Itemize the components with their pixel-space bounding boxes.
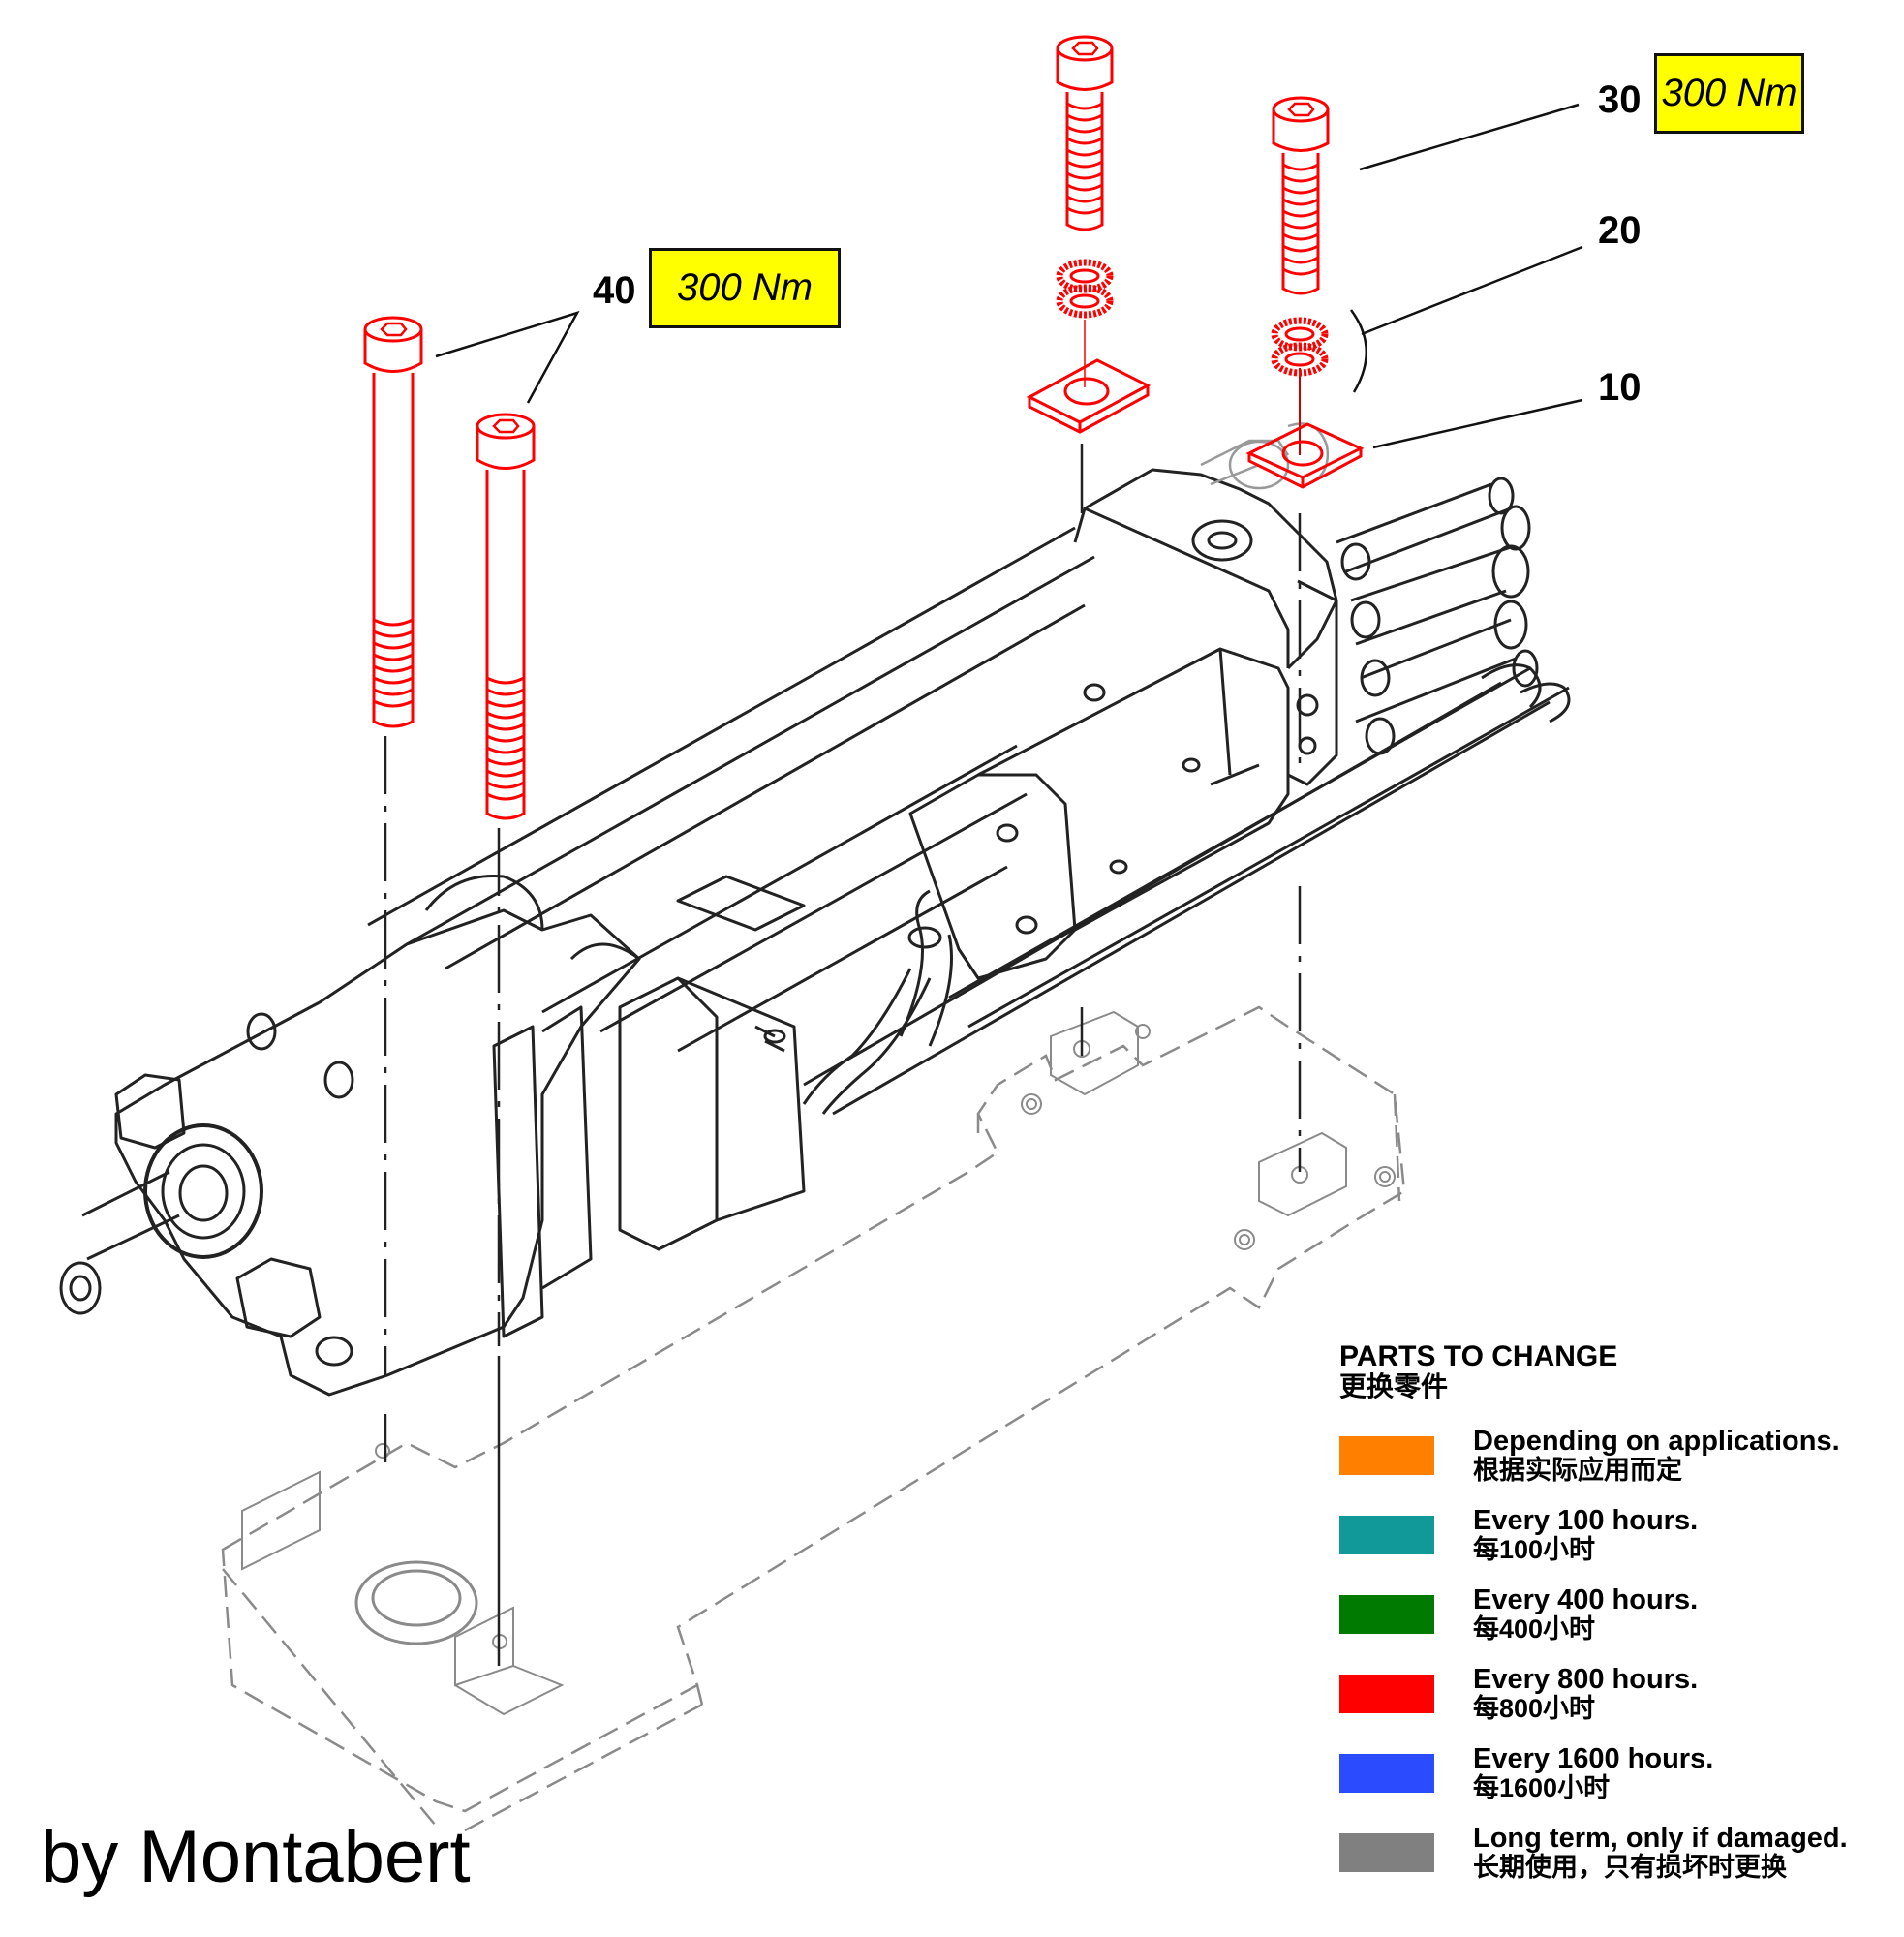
legend-label-cn: 每1600小时	[1473, 1772, 1611, 1802]
legend-label-cn: 每400小时	[1473, 1614, 1596, 1644]
legend-label-cn: 每800小时	[1473, 1693, 1596, 1723]
legend-label-cn: 根据实际应用而定	[1473, 1455, 1682, 1485]
legend-label: Long term, only if damaged.	[1473, 1823, 1848, 1855]
callout-10: 10	[1598, 366, 1642, 409]
legend-label-cn: 每100小时	[1473, 1534, 1596, 1564]
legend-swatch-red	[1339, 1675, 1434, 1714]
legend-item-depending: Depending on applications. 根据实际应用而定	[1339, 1427, 1882, 1506]
washer-pair-item-20-left[interactable]	[1059, 262, 1110, 315]
legend-item-400h: Every 400 hours. 每400小时	[1339, 1585, 1882, 1665]
drill-body	[59, 468, 1571, 1397]
assembly-axes	[384, 368, 1302, 1666]
torque-value-30: 300 Nm	[1661, 72, 1797, 114]
leader-lines	[435, 103, 1583, 449]
square-washer-item-10-left[interactable]	[1026, 320, 1152, 434]
legend-swatch-grey	[1339, 1833, 1434, 1873]
legend-label: Every 400 hours.	[1473, 1584, 1699, 1616]
legend-item-100h: Every 100 hours. 每100小时	[1339, 1506, 1882, 1585]
bolt-item-40-left[interactable]	[363, 316, 423, 728]
legend-item-long-term: Long term, only if damaged. 长期使用，只有损坏时更换	[1339, 1824, 1882, 1903]
ghost-fitting	[1200, 422, 1330, 490]
base-seal-ring	[354, 1560, 478, 1645]
legend-title-cn: 更换零件	[1339, 1370, 1449, 1401]
callout-40: 40	[593, 269, 636, 312]
bolt-item-40-right[interactable]	[476, 413, 536, 820]
legend-label: Every 800 hours.	[1473, 1664, 1699, 1696]
torque-badge-40: 300 Nm	[649, 248, 841, 328]
torque-value-40: 300 Nm	[676, 266, 814, 309]
legend-swatch-teal	[1339, 1516, 1434, 1555]
legend-title: PARTS TO CHANGE	[1339, 1340, 1618, 1372]
bolt-item-30-right[interactable]	[1272, 96, 1330, 295]
legend-item-800h: Every 800 hours. 每800小时	[1339, 1665, 1882, 1744]
legend-swatch-blue	[1339, 1754, 1434, 1794]
base-plate	[221, 1005, 1406, 1832]
callout-30: 30	[1598, 78, 1642, 121]
legend-swatch-orange	[1339, 1436, 1434, 1476]
credit-text: by Montabert	[41, 1816, 471, 1898]
legend-label: Depending on applications.	[1473, 1426, 1840, 1458]
legend-item-1600h: Every 1600 hours. 每1600小时	[1339, 1744, 1882, 1824]
callout-20: 20	[1598, 209, 1642, 252]
parts-to-change-legend: PARTS TO CHANGE 更换零件 Depending on applic…	[1339, 1341, 1882, 1903]
legend-label-cn: 长期使用，只有损坏时更换	[1473, 1852, 1787, 1882]
torque-badge-30: 300 Nm	[1654, 53, 1804, 134]
bolt-item-30-left[interactable]	[1056, 35, 1114, 231]
square-washer-item-10-right[interactable]	[1245, 422, 1365, 489]
legend-swatch-green	[1339, 1595, 1434, 1635]
washer-pair-item-20-right[interactable]	[1274, 321, 1325, 373]
legend-label: Every 1600 hours.	[1473, 1743, 1714, 1775]
legend-label: Every 100 hours.	[1473, 1505, 1699, 1537]
